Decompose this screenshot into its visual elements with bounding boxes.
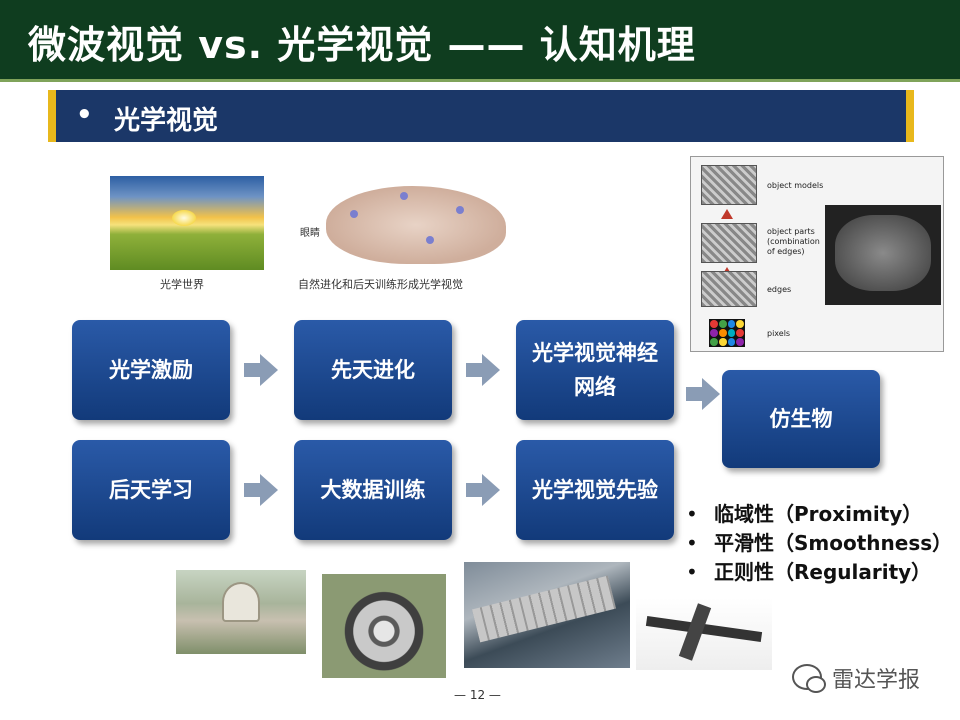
right-arrow-icon [244,474,278,506]
aircraft-carrier-photo [464,562,630,668]
dome-graphic [222,582,260,622]
section-header: • 光学视觉 [48,90,914,142]
object-models-tile [701,165,757,205]
list-item: •临域性（Proximity） [686,502,923,526]
flow-box-bionic: 仿生物 [722,370,880,468]
section-bullet: • [76,100,93,130]
optical-world-caption: 光学世界 [160,278,204,291]
visual-pathway-caption: 自然进化和后天训练形成光学视觉 [298,278,463,291]
right-arrow-icon [686,378,720,410]
brain-area-dot [426,236,434,244]
cnn-label: object models [767,181,824,190]
brain-graphic [326,186,506,264]
cnn-label: edges [767,285,792,294]
carrier-deck-graphic [471,575,617,643]
cnn-label: pixels [767,329,791,338]
flow-box-optical-prior: 光学视觉先验 [516,440,674,540]
eye-label: 眼睛 [300,228,320,239]
right-arrow-icon [466,474,500,506]
brain-area-dot [350,210,358,218]
aerial-circular-structure-photo [322,574,446,678]
right-arrow-icon [466,354,500,386]
brain-area-dot [400,192,408,200]
flow-box-optical-neural-network: 光学视觉神经网络 [516,320,674,420]
flow-box-acquired-learning: 后天学习 [72,440,230,540]
visual-pathway-brain-image: 眼睛 [296,176,508,268]
section-title: 光学视觉 [114,106,219,136]
list-item-text: 临域性（Proximity） [714,502,923,526]
object-parts-tile [701,223,757,263]
brain-area-dot [456,206,464,214]
cortex-graphic [835,215,931,291]
cnn-hierarchy-figure: object models object parts (combination … [690,156,944,352]
sun-graphic [172,210,196,226]
capitol-building-photo [176,570,306,654]
list-item: •正则性（Regularity） [686,560,932,584]
list-item-text: 平滑性（Smoothness） [714,531,953,555]
brand-watermark: 雷达学报 [792,660,942,696]
flow-box-innate-evolution: 先天进化 [294,320,452,420]
list-item-text: 正则性（Regularity） [714,560,932,584]
right-arrow-icon [244,354,278,386]
brand-name: 雷达学报 [832,668,921,693]
wechat-icon [792,664,826,693]
up-arrow-icon [721,209,733,219]
cortex-image [825,205,941,305]
list-item: •平滑性（Smoothness） [686,531,953,555]
flow-box-optical-stimulus: 光学激励 [72,320,230,420]
cnn-label: object parts (combination of edges) [767,227,820,256]
title-bar: 微波视觉 vs. 光学视觉 —— 认知机理 [0,0,960,82]
aircraft-photo [636,598,772,670]
page-number: — 12 — [454,688,501,702]
pixels-tile [709,319,745,347]
optical-world-image [110,176,264,270]
edges-tile [701,271,757,307]
page-title: 微波视觉 vs. 光学视觉 —— 认知机理 [28,23,696,67]
flow-box-big-data-training: 大数据训练 [294,440,452,540]
prior-properties-list: •临域性（Proximity） •平滑性（Smoothness） •正则性（Re… [686,500,952,587]
